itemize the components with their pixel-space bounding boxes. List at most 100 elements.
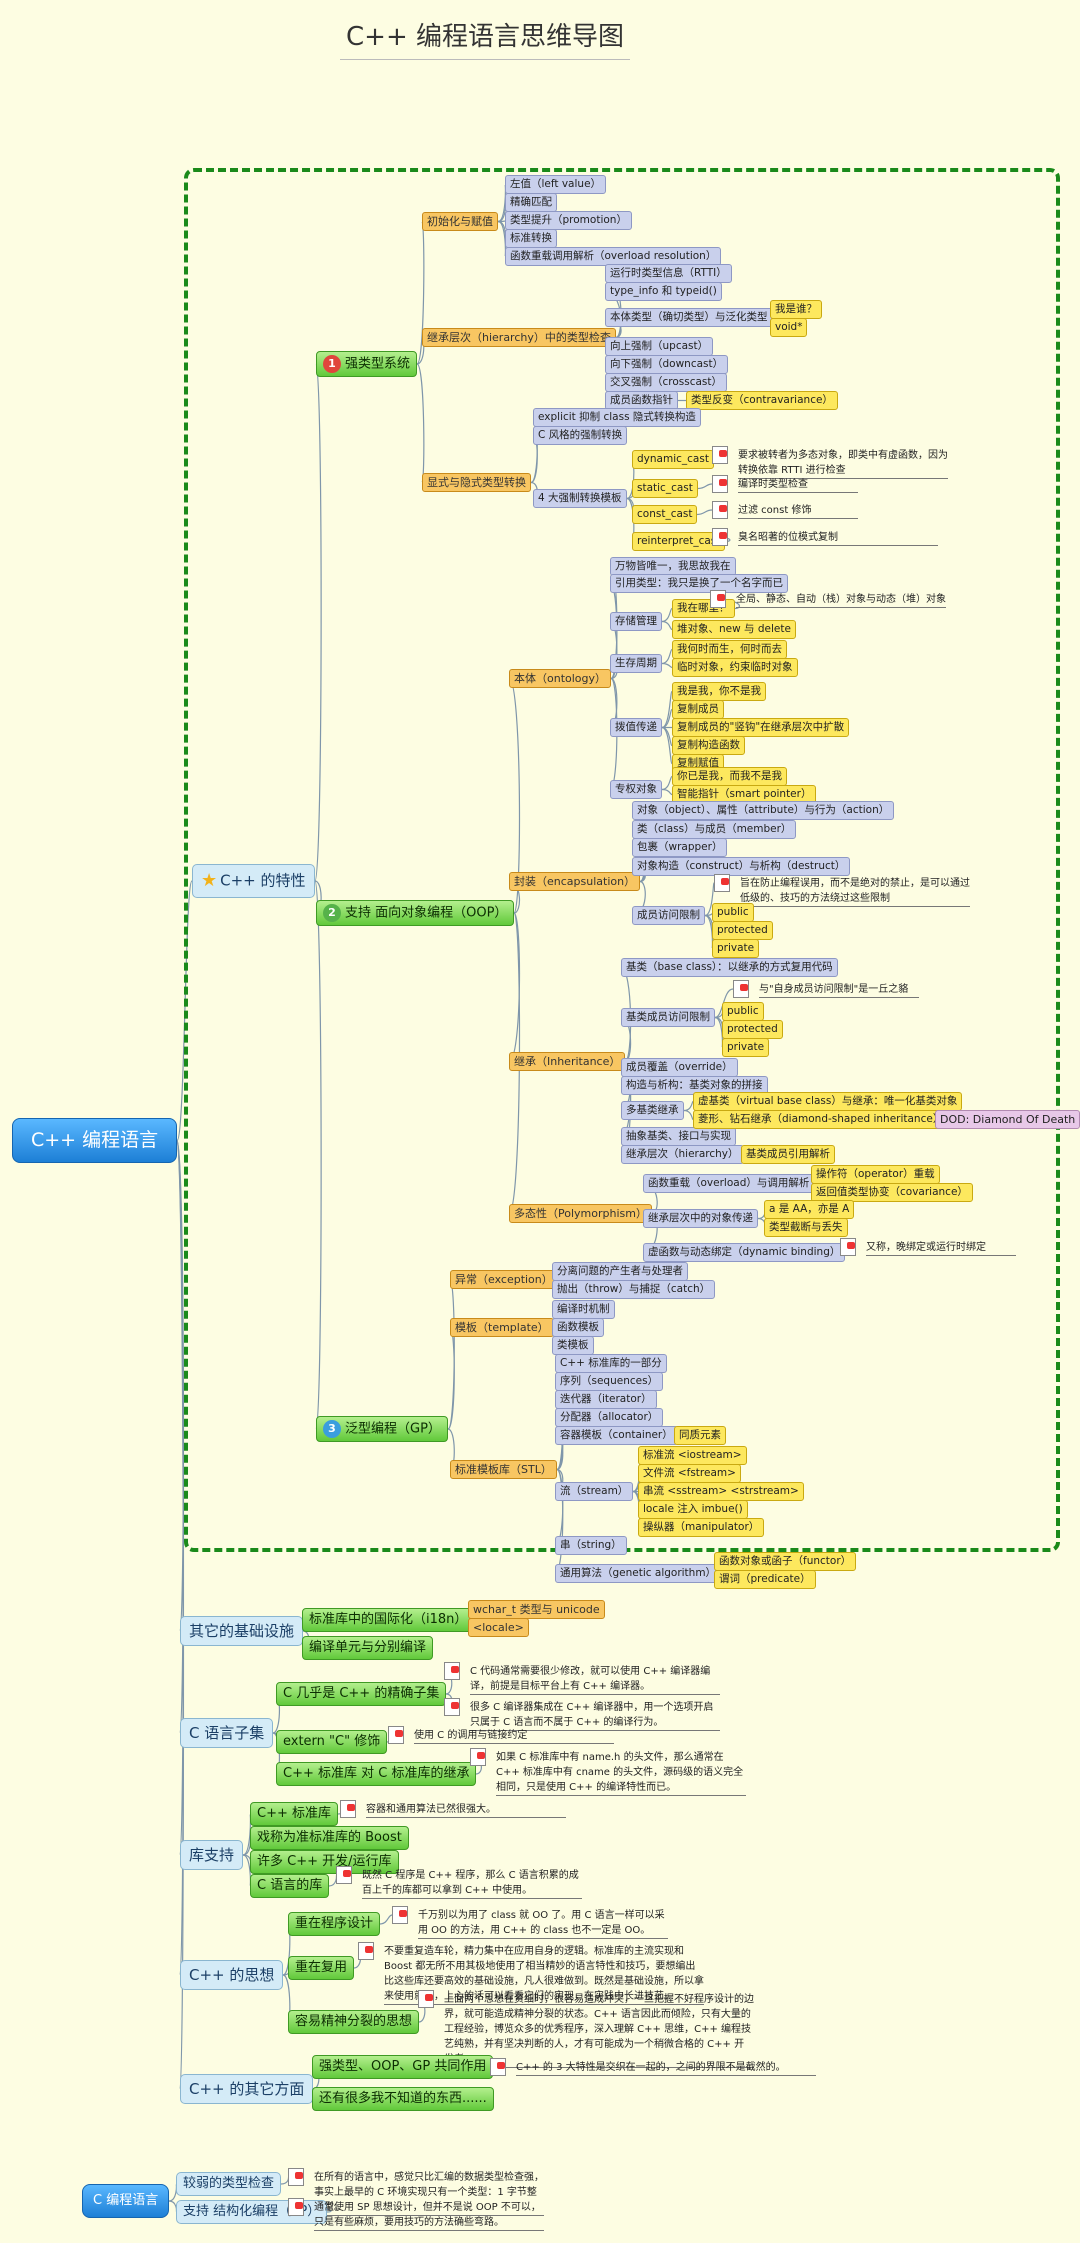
hierarchy-item[interactable]: 向上强制（upcast） [605,337,714,356]
poly-item[interactable]: 继承层次中的对象传递 [643,1209,758,1228]
dod-item[interactable]: DOD: Diamond Of Death [935,1110,1080,1130]
inherit-access-item[interactable]: public [722,1002,764,1021]
ontology-item[interactable]: 拨值传递 [610,718,662,737]
inherit-item[interactable]: 继承层次（hierarchy） [621,1145,744,1164]
c-subset-node[interactable]: C 语言子集 [180,1718,274,1748]
multi-item[interactable]: 虚基类（virtual base class）与继承：唯一化基类对象 [693,1092,963,1111]
init-node[interactable]: 初始化与赋值 [422,212,498,232]
ontology-item[interactable]: 万物皆唯一，我思故我在 [610,557,736,576]
inherit-item[interactable]: 抽象基类、接口与实现 [621,1127,736,1146]
i18n-item[interactable]: <locale> [468,1618,529,1638]
cast-item[interactable]: static_cast [632,479,698,498]
ontology-item[interactable]: 引用类型：我只是换了一个名字而已 [610,574,788,593]
hierarchy-item[interactable]: 向下强制（downcast） [605,355,729,374]
overload-item[interactable]: 操作符（operator）重载 [811,1165,940,1184]
exception-node[interactable]: 异常（exception） [450,1270,558,1290]
thought-node[interactable]: C++ 的思想 [180,1960,284,1990]
i18n-item[interactable]: wchar_t 类型与 unicode [468,1600,605,1620]
conversion-item[interactable]: C 风格的强制转换 [533,426,628,445]
what-item[interactable]: 我是谁？ [770,300,822,319]
library-item[interactable]: C++ 标准库 [250,1802,338,1826]
root-node[interactable]: C++ 编程语言 [12,1118,178,1163]
ontology-item[interactable]: 生存周期 [610,654,662,673]
other-item[interactable]: 还有很多我不知道的东西...... [312,2087,494,2111]
encap-item[interactable]: 成员访问限制 [632,906,705,925]
hierarchy-check-node[interactable]: 继承层次（hierarchy）中的类型检查 [422,328,616,348]
thought-item[interactable]: 重在复用 [288,1956,355,1980]
access-item[interactable]: protected [712,921,773,940]
pass-item[interactable]: 类型截断与丢失 [764,1218,848,1237]
encap-item[interactable]: 对象（object）、属性（attribute）与行为（action） [632,801,895,820]
other-item[interactable]: 强类型、OOP、GP 共同作用 [312,2055,494,2079]
template-node[interactable]: 模板（template） [450,1318,554,1338]
hierarchy-item[interactable]: type_info 和 typeid() [605,282,722,301]
inherit-item[interactable]: 成员覆盖（override） [621,1058,738,1077]
exception-item[interactable]: 抛出（throw）与捕捉（catch） [552,1280,716,1299]
inherit-item[interactable]: 多基类继承 [621,1101,684,1120]
multi-item[interactable]: 菱形、钻石继承（diamond-shaped inheritance） [693,1110,949,1129]
inherit-item[interactable]: 基类（base class）：以继承的方式复用代码 [621,958,838,977]
init-item[interactable]: 左值（left value） [505,175,607,194]
container-item[interactable]: 同质元素 [674,1426,726,1445]
pass-item[interactable]: a 是 AA，亦是 A [764,1200,855,1219]
c-subset-item[interactable]: extern "C" 修饰 [276,1730,388,1754]
stl-item[interactable]: 流（stream） [555,1482,634,1501]
exception-item[interactable]: 分离问题的产生者与处理者 [552,1262,688,1281]
stream-item[interactable]: 文件流 <fstream> [638,1464,741,1483]
algo-item[interactable]: 谓词（predicate） [714,1570,816,1589]
encap-item[interactable]: 类（class）与成员（member） [632,820,797,839]
infrastructure-node[interactable]: 其它的基础设施 [180,1616,304,1646]
features-node[interactable]: ★C++ 的特性 [192,864,315,898]
stl-item[interactable]: 序列（sequences） [555,1372,664,1391]
poly-item[interactable]: 函数重载（overload）与调用解析 [643,1174,815,1193]
pass-item[interactable]: 复制成员的"竖钩"在继承层次中扩散 [672,718,850,737]
stl-item[interactable]: 分配器（allocator） [555,1408,664,1427]
encap-item[interactable]: 包裹（wrapper） [632,838,728,857]
init-item[interactable]: 标准转换 [505,229,557,248]
library-support-node[interactable]: 库支持 [180,1840,244,1870]
compile-node[interactable]: 编译单元与分别编译 [302,1636,434,1660]
thought-item[interactable]: 重在程序设计 [288,1912,381,1936]
access-item[interactable]: public [712,903,754,922]
stl-item[interactable]: 迭代器（iterator） [555,1390,657,1409]
stl-item[interactable]: 通用算法（genetic algorithm） [555,1564,722,1583]
template-item[interactable]: 函数模板 [552,1318,604,1337]
library-item[interactable]: 许多 C++ 开发/运行库 [250,1850,399,1874]
pass-item[interactable]: 我是我，你不是我 [672,682,766,701]
stream-item[interactable]: 操纵器（manipulator） [638,1518,765,1537]
conversion-item[interactable]: explicit 抑制 class 隐式转换构造 [533,408,701,427]
ontology-item[interactable]: 专权对象 [610,780,662,799]
inheritance-node[interactable]: 继承（Inheritance） [509,1052,626,1072]
pass-item[interactable]: 复制构造函数 [672,736,745,755]
i18n-node[interactable]: 标准库中的国际化（i18n） [302,1608,475,1632]
hierarchy-item[interactable]: 交叉强制（crosscast） [605,373,728,392]
thought-item[interactable]: 容易精神分裂的思想 [288,2010,420,2034]
cast-item[interactable]: reinterpret_cast [632,532,726,551]
stl-item[interactable]: 容器模板（container） [555,1426,678,1445]
stl-item[interactable]: 串（string） [555,1536,627,1555]
stream-item[interactable]: locale 注入 imbue() [638,1500,748,1519]
hierarchy-item[interactable]: 成员函数指针 [605,391,678,410]
template-item[interactable]: 类模板 [552,1336,594,1355]
c-lang-item[interactable]: 较弱的类型检查 [176,2172,282,2196]
c-language-root[interactable]: C 编程语言 [82,2184,170,2218]
polymorphism-node[interactable]: 多态性（Polymorphism） [509,1204,652,1224]
hierarchy-item[interactable]: 运行时类型信息（RTTI） [605,264,732,283]
ontology-item[interactable]: 存储管理 [610,612,662,631]
other-node[interactable]: C++ 的其它方面 [180,2074,314,2104]
template-item[interactable]: 编译时机制 [552,1300,615,1319]
cast-item[interactable]: const_cast [632,505,698,524]
init-item[interactable]: 函数重载调用解析（overload resolution） [505,247,722,266]
encap-item[interactable]: 对象构造（construct）与析构（destruct） [632,857,851,876]
c-subset-item[interactable]: C 几乎是 C++ 的精确子集 [276,1682,447,1706]
algo-item[interactable]: 函数对象或函子（functor） [714,1552,857,1571]
cast-item[interactable]: dynamic_cast [632,450,714,469]
ref-item[interactable]: 基类成员引用解析 [741,1145,835,1164]
life-item[interactable]: 我何时而生，何时而去 [672,640,787,659]
ontology-node[interactable]: 本体（ontology） [509,669,612,689]
init-item[interactable]: 精确匹配 [505,193,557,212]
contravariance-item[interactable]: 类型反变（contravariance） [686,391,838,410]
